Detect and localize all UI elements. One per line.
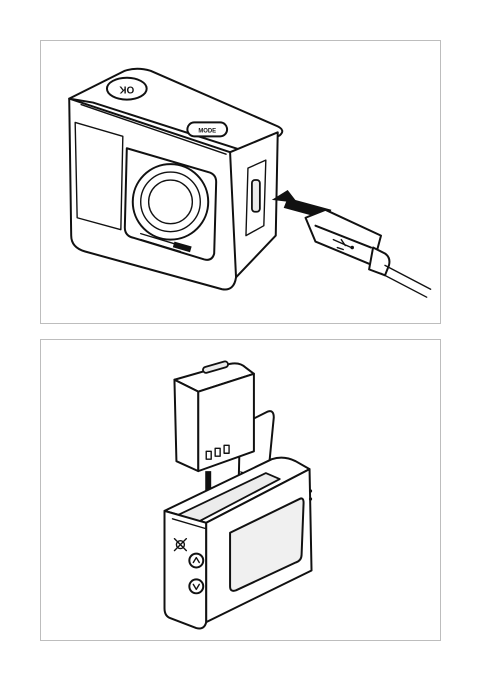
usb-cable-icon	[306, 210, 431, 297]
charging-illustration: OK MODE	[41, 41, 440, 323]
up-button-icon	[189, 554, 203, 568]
ok-button-label: OK	[119, 84, 135, 95]
camera-icon	[69, 69, 282, 290]
camera-icon	[165, 458, 312, 629]
ok-button: OK	[107, 78, 147, 100]
charging-illustration-panel: OK MODE	[40, 40, 441, 324]
down-button-icon	[189, 579, 203, 593]
battery-icon	[174, 361, 253, 471]
settings-gear-icon	[174, 539, 186, 551]
battery-illustration-panel	[40, 339, 441, 641]
battery-illustration	[41, 340, 440, 640]
mode-button: MODE	[187, 122, 227, 136]
mode-button-label: MODE	[198, 128, 216, 134]
